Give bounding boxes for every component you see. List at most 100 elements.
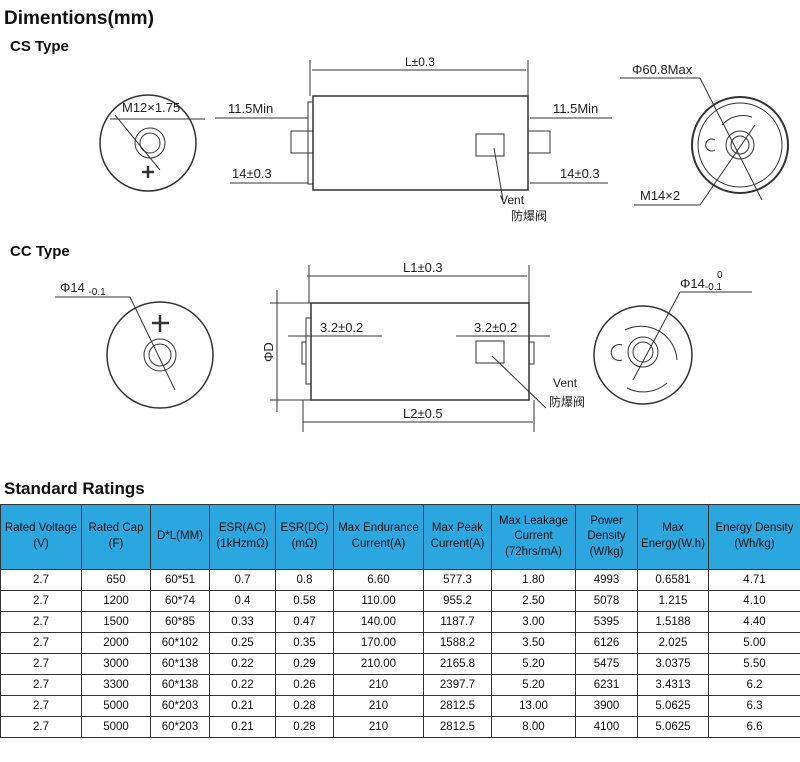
- cc-term-left-label: 3.2±0.2: [320, 320, 363, 335]
- table-cell: 5.0625: [637, 695, 709, 717]
- table-cell: 1.80: [491, 569, 576, 591]
- table-cell: 5078: [575, 590, 638, 612]
- table-cell: 210: [333, 674, 424, 696]
- cs-min-left-label: 11.5Min: [228, 101, 273, 116]
- table-cell: 0.58: [275, 590, 334, 612]
- table-cell: 210.00: [333, 653, 424, 675]
- column-header-text: Energy(W.h): [641, 538, 705, 550]
- column-header: D*L(MM): [150, 504, 210, 570]
- table-cell: 210: [333, 695, 424, 717]
- column-header-text: ESR(DC): [280, 522, 329, 535]
- table-cell: 2.7: [0, 632, 82, 654]
- column-header-text: (Wh/kg): [734, 538, 775, 550]
- table-cell: 2812.5: [423, 695, 492, 717]
- cs-type-heading: CS Type: [10, 38, 69, 55]
- cs-side-view: L±0.3 11.5Min 11.5Min 14±0.3 14±0.3 Vent…: [215, 55, 612, 223]
- table-cell: 4.40: [708, 611, 800, 633]
- dimension-drawings: M12×1.75 L±0.3 11.5Min 11.5Min 14±0.3 14…: [55, 55, 789, 432]
- table-cell: 0.6581: [637, 569, 709, 591]
- table-cell: 2.50: [491, 590, 576, 612]
- table-cell: 0.25: [209, 632, 276, 654]
- table-cell: 8.00: [491, 716, 576, 738]
- table-cell: 110.00: [333, 590, 424, 612]
- table-cell: 1.215: [637, 590, 709, 612]
- table-cell: 210: [333, 716, 424, 738]
- column-header: ESR(DC)(mΩ): [275, 504, 334, 570]
- column-header-text: Energy Density: [715, 522, 794, 535]
- svg-text:Φ14 -0.1: Φ14 -0.1: [60, 280, 106, 298]
- table-cell: 60*74: [150, 590, 210, 612]
- svg-text:Φ14-0.1: Φ14-0.1: [680, 276, 723, 293]
- table-cell: 3900: [575, 695, 638, 717]
- table-cell: 6126: [575, 632, 638, 654]
- cc-vent-label: Vent: [553, 376, 578, 390]
- table-cell: 5475: [575, 653, 638, 675]
- cc-l2-label: L2±0.5: [403, 406, 443, 421]
- table-cell: 0.47: [275, 611, 334, 633]
- table-cell: 13.00: [491, 695, 576, 717]
- cc-end-view-left: Φ14 -0.1: [55, 280, 214, 409]
- table-cell: 650: [81, 569, 151, 591]
- table-cell: 60*138: [150, 653, 210, 675]
- table-cell: 0.8: [275, 569, 334, 591]
- table-cell: 4100: [575, 716, 638, 738]
- standard-ratings-heading: Standard Ratings: [4, 479, 145, 498]
- column-header-text: Current(A): [351, 538, 406, 550]
- table-cell: 60*203: [150, 695, 210, 717]
- cc-side-view: L1±0.3 L2±0.5 ΦD 3.2±0.2 3.2±0.2 Vent 防爆…: [261, 260, 585, 432]
- cc-dia-right-label: Φ14: [680, 276, 705, 291]
- table-cell: 0.33: [209, 611, 276, 633]
- table-cell: 3.4313: [637, 674, 709, 696]
- cs-length-label: L±0.3: [405, 55, 435, 69]
- table-cell: 5395: [575, 611, 638, 633]
- table-cell: 6231: [575, 674, 638, 696]
- column-header: Power Density(W/kg): [575, 504, 638, 570]
- table-cell: 2397.7: [423, 674, 492, 696]
- table-cell: 4.10: [708, 590, 800, 612]
- table-cell: 0.21: [209, 695, 276, 717]
- table-cell: 2.7: [0, 611, 82, 633]
- cs-diameter-label: Φ60.8Max: [632, 62, 693, 77]
- table-cell: 0.35: [275, 632, 334, 654]
- table-cell: 0.28: [275, 716, 334, 738]
- table-cell: 577.3: [423, 569, 492, 591]
- table-cell: 2812.5: [423, 716, 492, 738]
- table-cell: 3.00: [491, 611, 576, 633]
- table-cell: 0.7: [209, 569, 276, 591]
- cc-type-heading: CC Type: [10, 243, 70, 260]
- cc-dia-right-upper: 0: [717, 270, 723, 281]
- table-cell: 2000: [81, 632, 151, 654]
- cc-l1-label: L1±0.3: [403, 260, 443, 275]
- table-cell: 5.20: [491, 653, 576, 675]
- column-header: Rated Cap(F): [81, 504, 151, 570]
- table-cell: 3.50: [491, 632, 576, 654]
- table-cell: 2.7: [0, 569, 82, 591]
- table-cell: 2165.8: [423, 653, 492, 675]
- table-cell: 4993: [575, 569, 638, 591]
- table-cell: 2.7: [0, 716, 82, 738]
- table-cell: 6.3: [708, 695, 800, 717]
- table-cell: 3300: [81, 674, 151, 696]
- cs-end-view-right: Φ60.8Max M14×2: [620, 62, 789, 206]
- column-header: Rated Voltage(V): [0, 504, 82, 570]
- table-cell: 60*102: [150, 632, 210, 654]
- cc-phi-d-label: ΦD: [261, 342, 276, 362]
- table-cell: 3.0375: [637, 653, 709, 675]
- column-header: Energy Density (Wh/kg): [708, 504, 800, 570]
- table-cell: 2.7: [0, 590, 82, 612]
- table-cell: 60*203: [150, 716, 210, 738]
- cc-dia-left-label: Φ14: [60, 280, 85, 295]
- table-cell: 1200: [81, 590, 151, 612]
- cs-min-right-label: 11.5Min: [553, 101, 598, 116]
- table-cell: 0.26: [275, 674, 334, 696]
- table-cell: 5.00: [708, 632, 800, 654]
- cs-term-left-label: 14±0.3: [232, 166, 272, 181]
- table-cell: 1.5188: [637, 611, 709, 633]
- column-header-text: Max Leakage Current: [498, 514, 569, 543]
